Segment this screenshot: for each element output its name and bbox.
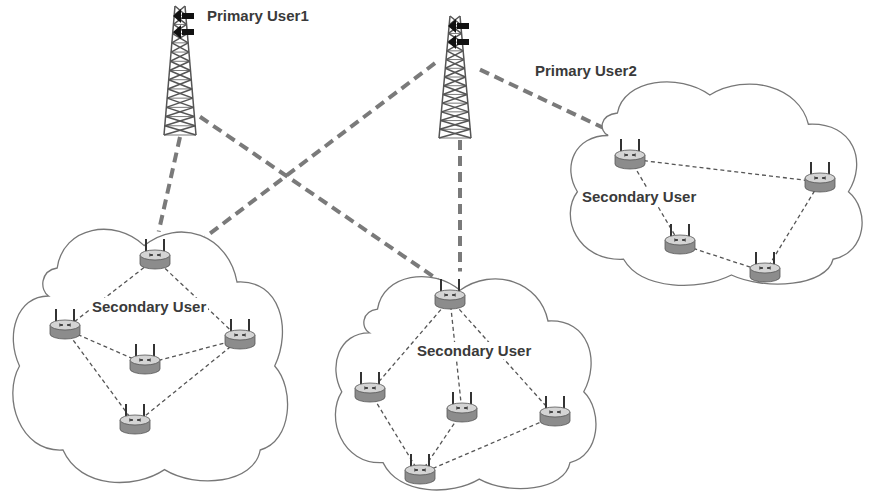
router-icon: [130, 344, 160, 374]
router-icon: [665, 224, 695, 254]
cloud-outline: [13, 229, 288, 482]
tower-drawing: [155, 2, 205, 137]
mesh-links: [65, 259, 240, 424]
secondary-cloud: Secondary User: [328, 262, 603, 498]
tower-lattice: [164, 6, 196, 135]
router-mesh: [562, 68, 870, 293]
router-mesh: [328, 262, 603, 498]
wireless-link: [458, 140, 462, 271]
primary-label: Primary User2: [535, 62, 637, 79]
router-icon: [750, 252, 780, 282]
wireless-link: [159, 137, 180, 232]
antenna-panel: [448, 19, 469, 49]
router-icon: [140, 239, 170, 269]
secondary-label: Secondary User: [415, 342, 533, 359]
antenna-panel: [173, 9, 194, 39]
secondary-cloud: Secondary User: [5, 212, 295, 492]
cloud-outline: [570, 82, 862, 285]
primary-tower: Primary User2: [430, 12, 480, 140]
cloud-outline: [335, 277, 596, 490]
router-icon: [615, 139, 645, 169]
secondary-label: Secondary User: [90, 298, 208, 315]
router-icon: [355, 372, 385, 402]
wireless-link: [205, 63, 435, 237]
cloud-shape: [328, 262, 603, 498]
router-icon: [447, 392, 477, 422]
router-icon: [435, 279, 465, 309]
mesh-links: [370, 299, 555, 474]
router-icon: [120, 404, 150, 434]
router-icon: [225, 319, 255, 349]
secondary-label: Secondary User: [580, 188, 698, 205]
router-icon: [805, 162, 835, 192]
primary-tower: Primary User1: [155, 2, 205, 137]
router-mesh: [5, 212, 295, 492]
router-icon: [50, 309, 80, 339]
primary-label: Primary User1: [207, 7, 309, 24]
router-icon: [540, 396, 570, 426]
mesh-links: [630, 159, 820, 272]
tower-lattice: [439, 16, 471, 138]
tower-drawing: [430, 12, 480, 140]
router-icon: [405, 454, 435, 484]
secondary-cloud: Secondary User: [562, 68, 870, 293]
wireless-link: [200, 117, 438, 280]
